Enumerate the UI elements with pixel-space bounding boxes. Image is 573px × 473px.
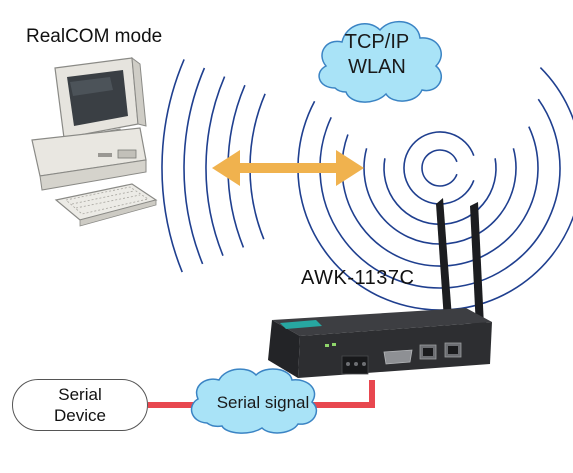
tcpip-wlan-cloud [318,20,442,103]
wave-ring-right [421,149,458,187]
wave-arc-left [161,59,185,273]
serial-device-line1: Serial [58,385,102,404]
serial-device-box: Serial Device [12,379,148,431]
wlan-cloud-label: TCP/IP WLAN [322,30,432,80]
realcom-mode-label: RealCOM mode [26,26,163,47]
serial-signal-cloud [190,368,318,434]
wave-ring-right [319,98,561,289]
wlan-cloud-line2: WLAN [348,56,406,78]
wlan-cloud-line1: TCP/IP [344,31,410,53]
serial-cloud-label: Serial signal [216,393,310,412]
desktop-computer-icon [31,56,158,227]
device-model-label: AWK-1137C [301,267,415,289]
wave-arc-left [205,76,226,256]
wireless-ap-device-icon [268,308,492,378]
serial-device-line2: Device [54,406,106,425]
wireless-link-arrow [212,150,364,186]
wave-ring-right [403,131,475,205]
wave-arc-left [183,67,206,265]
